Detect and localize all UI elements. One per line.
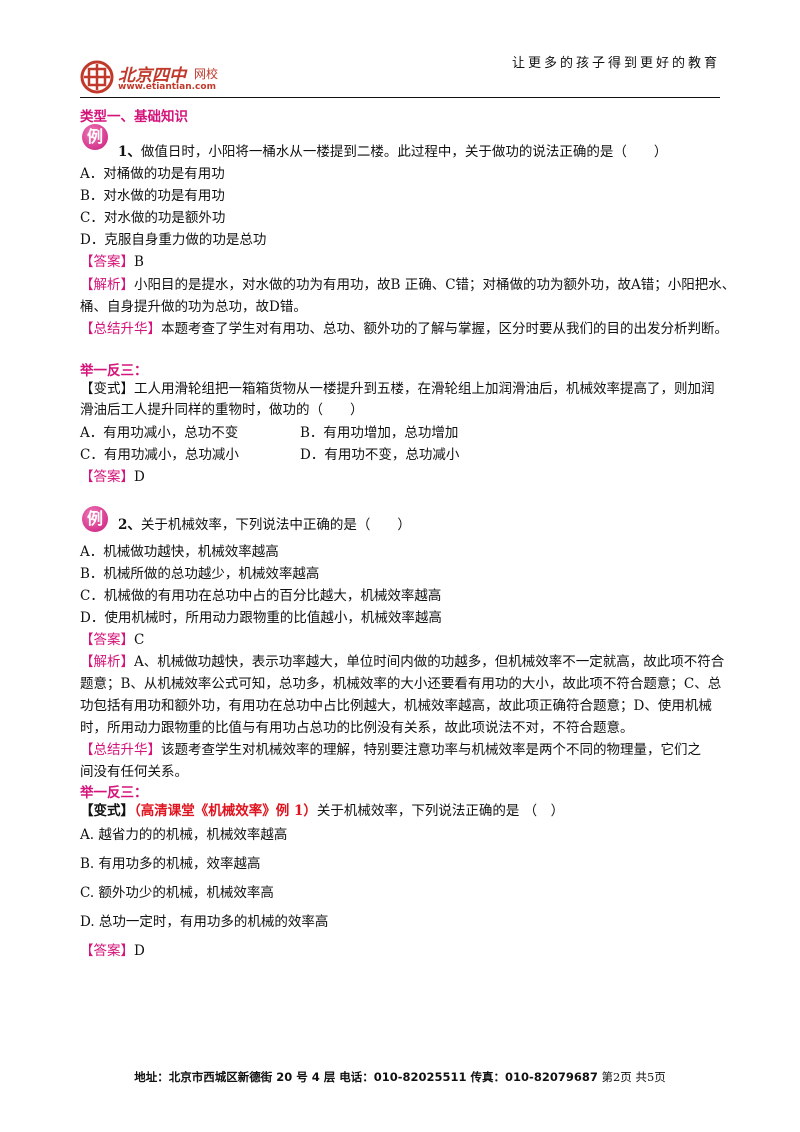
ex1-analysis-line-1: 【解析】小阳目的是提水，对水做的功为有用功，故B 正确、C错；对桶做的功为额外功…	[80, 276, 735, 294]
practice2-answer: 【答案】D	[80, 942, 145, 960]
answer-tag: 【答案】	[80, 632, 134, 648]
analysis-text: A、机械做功越快，表示功率越大，单位时间内做的功越多，但机械效率不一定就高，故此…	[134, 654, 725, 670]
ex2-option-a: A．机械做功越快，机械效率越高	[80, 544, 279, 560]
header-divider	[80, 97, 720, 98]
analysis-tag: 【解析】	[80, 654, 134, 670]
source-ref: （高清课堂《机械效率》例 1）	[134, 803, 317, 819]
ex1-question-text: 做值日时，小阳将一桶水从一楼提到二楼。此过程中，关于做功的说法正确的是（ ）	[140, 144, 668, 160]
footer: 地址：北京市西城区新德街 20 号 4 层 电话：010-82025511 传真…	[0, 1069, 800, 1085]
ex2-option-c: C．机械做的有用功在总功中占的百分比越大，机械效率越高	[80, 588, 442, 604]
logo-suffix: 网校	[194, 67, 219, 81]
header-slogan: 让更多的孩子得到更好的教育	[511, 56, 720, 71]
ex2-answer: 【答案】C	[80, 631, 144, 649]
logo-emblem-icon	[80, 60, 114, 94]
answer-value: B	[134, 254, 144, 270]
practice2-question-text: 关于机械效率，下列说法正确的是 （ ）	[316, 803, 565, 819]
practice2-option-b: B. 有用功多的机械，效率越高	[80, 856, 261, 872]
practice1-title: 举一反三：	[80, 363, 148, 379]
ex2-option-b: B．机械所做的总功越少，机械效率越高	[80, 566, 320, 582]
logo: 北京四中 网校 www.etiantian.com	[80, 60, 260, 96]
variant-tag: 【变式】	[80, 803, 134, 819]
analysis-tag: 【解析】	[80, 277, 134, 293]
summary-tag: 【总结升华】	[80, 321, 161, 337]
ex2-question: 2、关于机械效率，下列说法中正确的是（ ）	[118, 516, 411, 534]
ex1-summary: 【总结升华】本题考查了学生对有用功、总功、额外功的了解与掌握，区分时要从我们的目…	[80, 320, 728, 338]
practice1-option-a: A．有用功减小，总功不变	[80, 425, 239, 441]
ex2-summary-line-1: 【总结升华】该题考查学生对机械效率的理解，特别要注意功率与机械效率是两个不同的物…	[80, 741, 701, 759]
answer-tag: 【答案】	[80, 469, 134, 485]
logo-url: www.etiantian.com	[118, 82, 216, 92]
practice1-option-b: B．有用功增加，总功增加	[300, 425, 459, 441]
summary-text: 该题考查学生对机械效率的理解，特别要注意功率与机械效率是两个不同的物理量，它们之	[161, 742, 701, 758]
ex2-analysis-line-1: 【解析】A、机械做功越快，表示功率越大，单位时间内做的功越多，但机械效率不一定就…	[80, 653, 724, 671]
practice2-question: 【变式】（高清课堂《机械效率》例 1）关于机械效率，下列说法正确的是 （ ）	[80, 802, 564, 820]
example-badge-icon: 例	[82, 506, 108, 532]
practice2-option-c: C. 额外功少的机械，机械效率高	[80, 885, 274, 901]
ex2-question-text: 关于机械效率，下列说法中正确的是（ ）	[140, 517, 411, 533]
practice2-option-d: D. 总功一定时，有用功多的机械的效率高	[80, 914, 329, 930]
ex1-answer: 【答案】B	[80, 253, 144, 271]
footer-page: 第2页 共5页	[601, 1070, 666, 1084]
ex2-analysis-line-2: 题意；B、从机械效率公式可知，总功多，机械效率的大小还要看有用功的大小，故此项不…	[80, 676, 722, 692]
answer-value: C	[134, 632, 145, 648]
ex1-option-a: A．对桶做的功是有用功	[80, 166, 225, 182]
ex2-analysis-line-4: 时，所用动力跟物重的比值与有用功占总功的比例没有关系，故此项说法不对，不符合题意…	[80, 720, 634, 736]
practice1-text-2: 滑油后工人提升同样的重物时，做功的（ ）	[80, 402, 364, 418]
analysis-text: 小阳目的是提水，对水做的功为有用功，故B 正确、C错；对桶做的功为额外功，故A错…	[134, 277, 736, 293]
ex2-analysis-line-3: 功包括有用功和额外功，有用功在总功中占比例越大，机械效率越高，故此项正确符合题意…	[80, 698, 712, 714]
practice2-title: 举一反三：	[80, 785, 148, 801]
summary-text: 本题考查了学生对有用功、总功、额外功的了解与掌握，区分时要从我们的目的出发分析判…	[161, 321, 728, 337]
ex1-option-c: C．对水做的功是额外功	[80, 210, 226, 226]
answer-tag: 【答案】	[80, 943, 134, 959]
logo-text: 北京四中	[118, 66, 186, 86]
answer-value: D	[134, 943, 145, 959]
practice1-option-d: D．有用功不变，总功减小	[300, 447, 460, 463]
ex2-option-d: D．使用机械时，所用动力跟物重的比值越小，机械效率越高	[80, 610, 442, 626]
ex2-number: 2、	[118, 517, 141, 533]
section-title: 类型一、基础知识	[80, 109, 188, 125]
ex1-analysis-line-2: 桶、自身提升做的功为总功，故D错。	[80, 299, 307, 315]
answer-tag: 【答案】	[80, 254, 134, 270]
ex1-question: 1、做值日时，小阳将一桶水从一楼提到二楼。此过程中，关于做功的说法正确的是（ ）	[118, 143, 667, 161]
ex1-option-b: B．对水做的功是有用功	[80, 188, 225, 204]
practice1-option-c: C．有用功减小，总功减小	[80, 447, 239, 463]
practice2-option-a: A. 越省力的的机械，机械效率越高	[80, 827, 288, 843]
footer-address: 地址：北京市西城区新德街 20 号 4 层 电话：010-82025511 传真…	[134, 1070, 598, 1084]
ex1-number: 1、	[118, 144, 141, 160]
practice1-answer: 【答案】D	[80, 468, 145, 486]
answer-value: D	[134, 469, 145, 485]
example-badge-icon: 例	[82, 124, 108, 150]
ex1-option-d: D．克服自身重力做的功是总功	[80, 232, 267, 248]
practice1-text-1: 【变式】工人用滑轮组把一箱箱货物从一楼提升到五楼，在滑轮组上加润滑油后，机械效率…	[80, 381, 715, 397]
summary-tag: 【总结升华】	[80, 742, 161, 758]
ex2-summary-line-2: 间没有任何关系。	[80, 764, 188, 780]
